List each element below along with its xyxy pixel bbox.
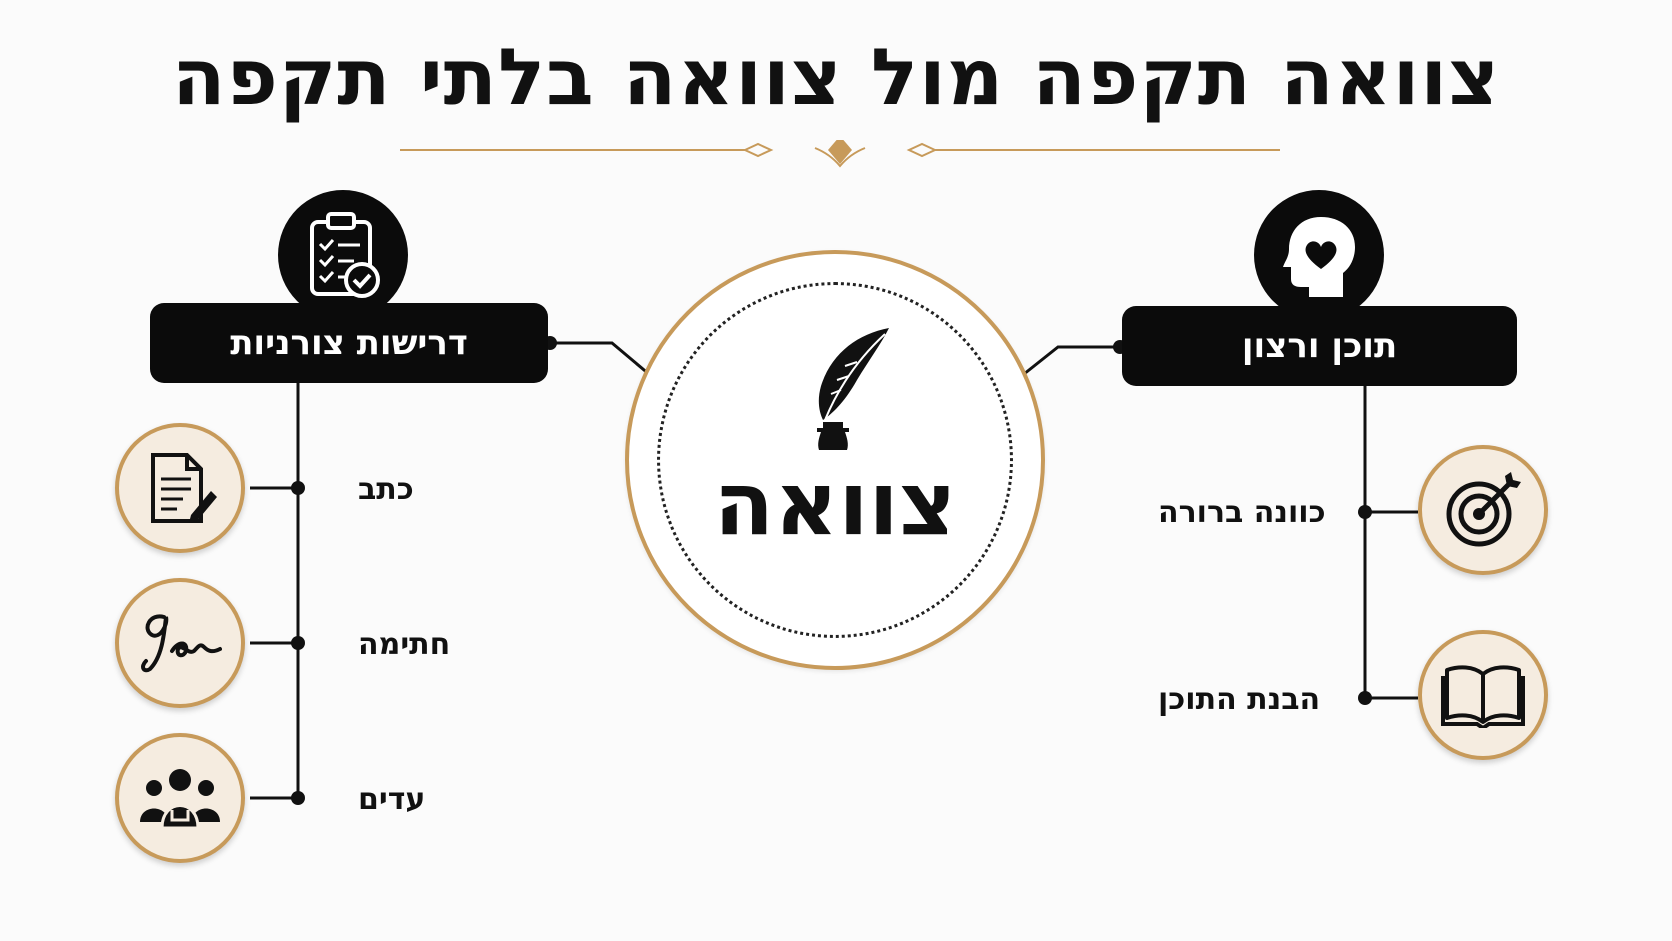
content-will-header: תוכן ורצון	[1122, 306, 1517, 386]
page-title: צוואה תקפה מול צוואה בלתי תקפה	[171, 33, 1501, 123]
formal-requirements-header: דרישות צורניות	[150, 303, 548, 383]
content-will-label: תוכן ורצון	[1241, 326, 1398, 366]
ornament-divider	[400, 140, 1280, 168]
clear-intent-item-circle	[1418, 445, 1548, 575]
clipboard-checklist-icon	[310, 212, 380, 298]
witnesses-label: עדים	[358, 782, 426, 817]
understanding-item-circle	[1418, 630, 1548, 760]
signature-item-circle	[115, 578, 245, 708]
open-book-icon	[1441, 665, 1525, 728]
clear-intent-label: כוונה ברורה	[1158, 495, 1326, 530]
writing-label: כתב	[358, 472, 414, 507]
center-dotted-ring	[657, 282, 1013, 638]
formal-requirements-head-circle	[278, 190, 408, 320]
signature-icon	[141, 614, 222, 673]
document-pencil-icon	[151, 453, 217, 523]
witnesses-item-circle	[115, 733, 245, 863]
writing-item-circle	[115, 423, 245, 553]
content-will-head-circle	[1254, 190, 1384, 320]
people-group-icon	[140, 769, 220, 830]
signature-label: חתימה	[358, 627, 451, 662]
understanding-label: הבנת התוכן	[1158, 682, 1321, 717]
center-will-label: צוואה	[713, 452, 957, 555]
target-arrow-icon	[1446, 472, 1521, 547]
quill-and-inkwell-icon	[817, 328, 889, 450]
head-heart-icon	[1283, 217, 1355, 297]
center-will-circle: צוואה	[625, 250, 1045, 670]
formal-requirements-label: דרישות צורניות	[230, 323, 468, 363]
